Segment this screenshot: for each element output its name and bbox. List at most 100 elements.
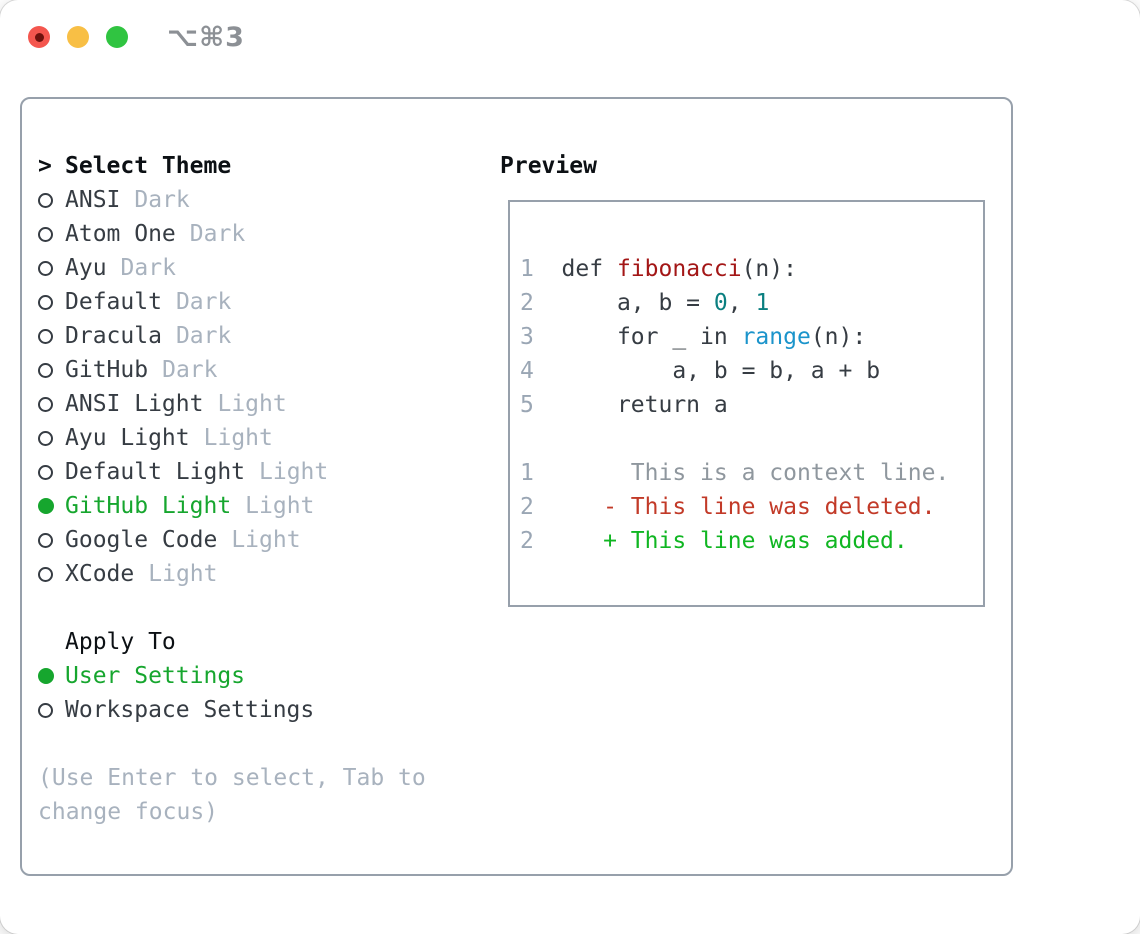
code-segment: This is a context line. — [533, 460, 950, 486]
theme-option-ansi-light[interactable]: ANSI Light Light — [38, 387, 478, 421]
variant-badge: Dark — [175, 289, 232, 315]
code-line: 1 This is a context line. — [520, 456, 983, 490]
code-line: 3 for _ in range(n): — [520, 320, 983, 354]
code-line: 4 a, b = b, a + b — [520, 354, 983, 388]
radio-icon — [38, 226, 53, 242]
zoom-button[interactable] — [106, 26, 128, 48]
theme-option-ayu[interactable]: Ayu Dark — [38, 251, 478, 285]
code-line: 2 a, b = 0, 1 — [520, 286, 983, 320]
radio-icon — [38, 192, 53, 208]
theme-option-label: Google Code — [65, 527, 218, 553]
variant-badge: Light — [259, 459, 329, 485]
code-segment: return a — [533, 392, 728, 418]
keyboard-hint: (Use Enter to select, Tab to change focu… — [38, 765, 426, 825]
line-number: 2 — [520, 290, 534, 316]
radio-icon — [38, 464, 53, 480]
theme-option-xcode[interactable]: XCode Light — [38, 557, 478, 591]
theme-option-default-light[interactable]: Default Light Light — [38, 455, 478, 489]
radio-icon — [38, 328, 53, 344]
theme-option-label: XCode — [65, 561, 135, 587]
code-segment: range — [741, 324, 811, 350]
select-theme-title: Select Theme — [65, 153, 232, 179]
minimize-button[interactable] — [67, 26, 89, 48]
variant-badge: Dark — [175, 323, 232, 349]
apply-option-workspace-settings[interactable]: Workspace Settings — [38, 693, 478, 727]
close-dot-icon — [34, 32, 44, 42]
theme-option-label: Default Light — [65, 459, 246, 485]
code-line: 5 return a — [520, 388, 983, 422]
code-segment: (n): — [741, 256, 797, 282]
spacer — [38, 727, 478, 761]
radio-icon — [38, 532, 53, 548]
variant-badge: Light — [231, 527, 301, 553]
line-number: 1 — [520, 256, 534, 282]
line-number: 2 — [520, 528, 534, 554]
apply-to-header: Apply To — [38, 625, 478, 659]
theme-option-atom-one[interactable]: Atom One Dark — [38, 217, 478, 251]
close-button[interactable] — [28, 26, 50, 48]
apply-to-title: Apply To — [65, 629, 176, 655]
theme-option-google-code[interactable]: Google Code Light — [38, 523, 478, 557]
radio-selected-icon — [38, 668, 54, 684]
code-segment: , — [727, 290, 756, 316]
code-line: 2 - This line was deleted. — [520, 490, 983, 524]
code-segment: 1 — [755, 290, 770, 316]
line-number: 5 — [520, 392, 534, 418]
theme-option-label: ANSI Light — [65, 391, 204, 417]
variant-badge: Light — [245, 493, 315, 519]
code-line: 1 def fibonacci(n): — [520, 252, 983, 286]
theme-option-label: Ayu Light — [65, 425, 190, 451]
variant-badge: Dark — [120, 255, 176, 281]
theme-option-ansi[interactable]: ANSI Dark — [38, 183, 478, 217]
theme-option-label: GitHub — [65, 357, 149, 383]
theme-option-label: Ayu — [65, 255, 107, 281]
radio-icon — [38, 566, 53, 582]
code-segment: a, b = b, a + b — [533, 358, 881, 384]
preview-title: Preview — [500, 153, 597, 179]
titlebar: ⌥⌘3 — [0, 0, 1140, 75]
select-theme-header: > Select Theme — [38, 149, 478, 183]
code-segment: for _ in — [533, 324, 742, 350]
variant-badge: Light — [148, 561, 218, 587]
cursor-prefix: > — [38, 153, 52, 179]
radio-selected-icon — [38, 498, 54, 514]
code-line — [520, 422, 983, 456]
radio-icon — [38, 362, 53, 378]
variant-badge: Light — [217, 391, 287, 417]
line-number: 1 — [520, 460, 534, 486]
variant-badge: Dark — [134, 187, 190, 213]
line-number: 3 — [520, 324, 534, 350]
code-segment: a, b = — [533, 290, 714, 316]
line-number: 2 — [520, 494, 534, 520]
window-title: ⌥⌘3 — [167, 22, 245, 53]
spacer — [38, 591, 478, 625]
code-segment: fibonacci — [616, 256, 742, 282]
theme-option-dracula[interactable]: Dracula Dark — [38, 319, 478, 353]
apply-option-label: User Settings — [65, 663, 246, 689]
theme-option-label: Atom One — [65, 221, 176, 247]
radio-icon — [38, 702, 53, 718]
theme-option-label: Dracula — [65, 323, 162, 349]
code-line: 2 + This line was added. — [520, 524, 983, 558]
variant-badge: Dark — [189, 221, 246, 247]
theme-option-label: ANSI — [65, 187, 121, 213]
code-segment: + This line was added. — [533, 528, 908, 554]
radio-icon — [38, 294, 53, 310]
code-segment: (n): — [810, 324, 867, 350]
radio-icon — [38, 430, 53, 446]
radio-icon — [38, 260, 53, 276]
apply-option-user-settings[interactable]: User Settings — [38, 659, 478, 693]
radio-icon — [38, 396, 53, 412]
code-segment: def — [533, 256, 617, 282]
